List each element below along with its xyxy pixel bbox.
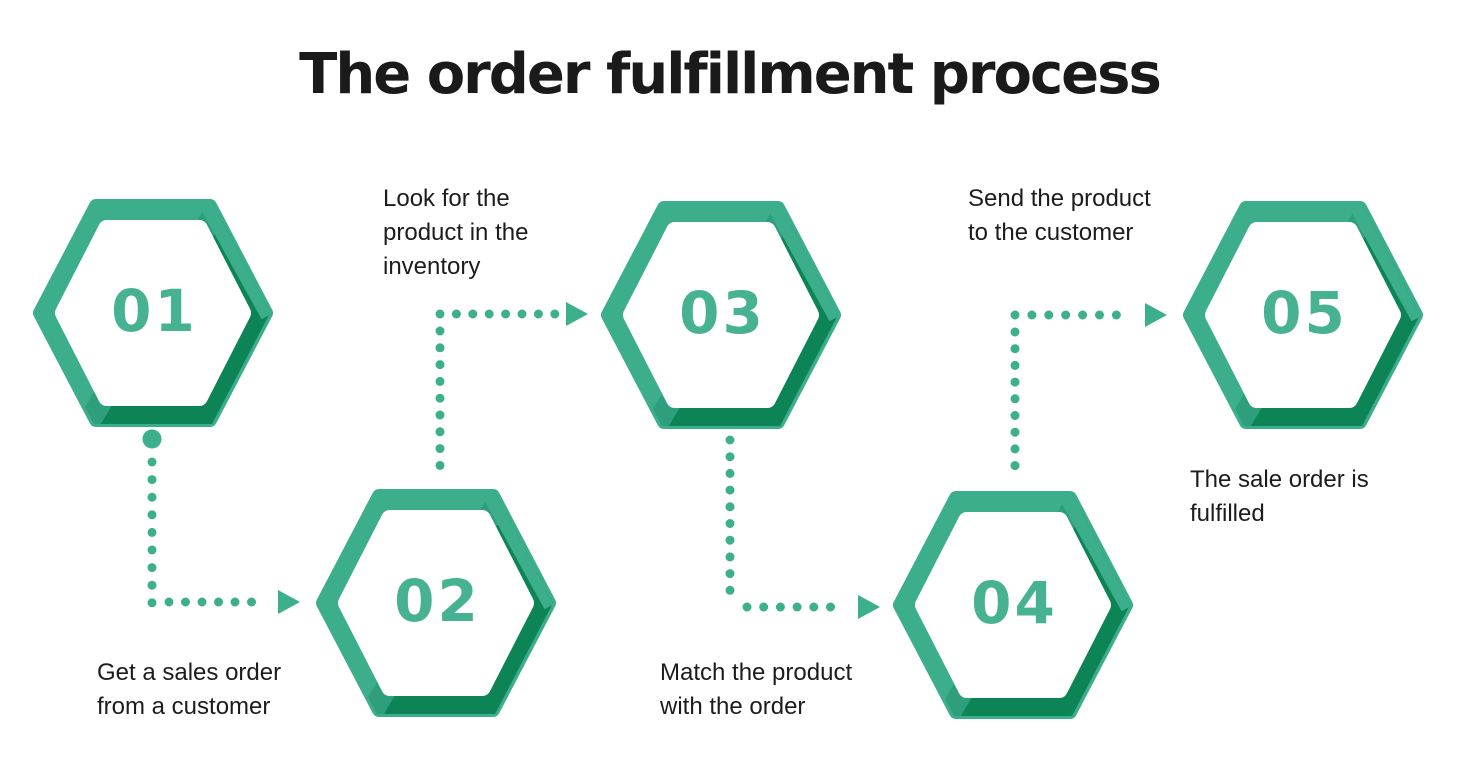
step-01-number: 01 <box>111 277 198 345</box>
step-05-number: 05 <box>1261 279 1348 347</box>
step-04-label: Match the product with the order <box>660 656 852 724</box>
label-line: from a customer <box>97 693 271 720</box>
step-05-result-label: The sale order is fulfilled <box>1190 463 1369 531</box>
label-line: fulfilled <box>1190 500 1265 527</box>
arrowhead-icon <box>566 302 588 326</box>
label-line: The sale order is <box>1190 466 1369 493</box>
arrowhead-icon <box>278 590 300 614</box>
step-05-badge: 05 <box>1183 201 1423 429</box>
step-04-badge: 04 <box>893 491 1133 719</box>
label-line: with the order <box>660 693 806 720</box>
label-line: to the customer <box>968 219 1134 246</box>
step-04-number: 04 <box>971 569 1058 637</box>
connector-step3-to-step4 <box>725 435 880 619</box>
step-05-label: Send the product to the customer <box>968 182 1151 250</box>
arrowhead-icon <box>858 595 880 619</box>
label-line: Match the product <box>660 659 853 686</box>
label-line: inventory <box>383 253 481 280</box>
step-02-number: 02 <box>394 567 481 635</box>
connector-step2-to-step3 <box>435 302 588 487</box>
label-line: Get a sales order <box>97 659 282 686</box>
arrowhead-icon <box>1145 303 1167 327</box>
step-02-badge: 02 <box>316 489 556 717</box>
step-01-label: Get a sales order from a customer <box>97 656 281 724</box>
step-03-number: 03 <box>679 279 766 347</box>
step-03-badge: 03 <box>601 201 841 429</box>
connector-step1-to-step2 <box>142 429 300 614</box>
label-line: Send the product <box>968 185 1151 212</box>
step-01-badge: 01 <box>33 199 273 427</box>
label-line: Look for the <box>383 185 510 212</box>
step-02-label: Look for the product in the inventory <box>383 182 528 284</box>
label-line: product in the <box>383 219 529 246</box>
page-title: The order fulfillment process <box>299 42 1162 107</box>
connector-step4-to-step5 <box>1010 303 1167 487</box>
start-dot <box>142 429 162 449</box>
